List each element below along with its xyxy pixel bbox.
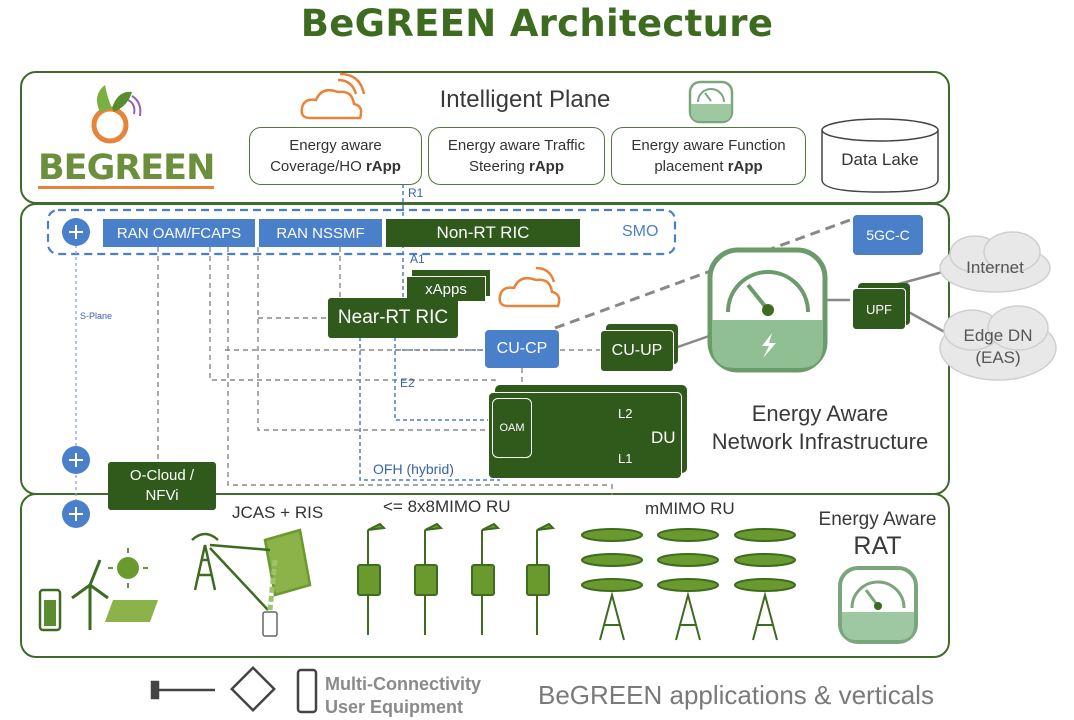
edge-dn-eas-label: (EAS) bbox=[975, 348, 1021, 367]
apps-verticals-label: BeGREEN applications & verticals bbox=[538, 680, 934, 710]
edge-dn-label: Edge DN bbox=[963, 326, 1033, 345]
non-rt-ric[interactable]: Non-RT RIC bbox=[386, 219, 580, 247]
small-gauge-icon bbox=[688, 80, 734, 124]
network-hub-icon bbox=[62, 218, 90, 528]
mimo-ru-icon bbox=[357, 522, 556, 635]
mmimo-ru-label: mMIMO RU bbox=[645, 499, 735, 518]
ocloud-line2: NFVi bbox=[145, 487, 179, 504]
energy-infra-label-1: Energy Aware bbox=[751, 401, 889, 426]
rapp-line1: Energy aware bbox=[289, 137, 382, 154]
energy-rat-label-1: Energy Aware bbox=[818, 509, 937, 530]
rapp-line2: Steering bbox=[468, 158, 530, 175]
rapp-traffic-steering[interactable]: Energy aware Traffic Steering rApp bbox=[428, 127, 605, 185]
rapp-bold: rApp bbox=[529, 158, 565, 175]
mcue-label-1: Multi-Connectivity bbox=[325, 674, 481, 694]
ai-cloud-icon bbox=[300, 72, 366, 120]
smo-label: SMO bbox=[622, 223, 659, 240]
intelligent-plane-label: Intelligent Plane bbox=[439, 86, 611, 113]
mcue-icon bbox=[150, 666, 318, 714]
edge-dn-cloud bbox=[939, 305, 1057, 381]
jcas-ris-icon bbox=[191, 528, 312, 637]
rapp-line2: Coverage/HO bbox=[270, 158, 366, 175]
a1-label: A1 bbox=[410, 252, 425, 266]
mcue-label-2: User Equipment bbox=[325, 697, 464, 717]
mmimo-ru-icon bbox=[581, 528, 796, 641]
cu-cp[interactable]: CU-CP bbox=[485, 330, 559, 368]
rapp-bold: rApp bbox=[727, 158, 763, 175]
page-title: BeGREEN Architecture bbox=[300, 2, 774, 45]
cu-up[interactable]: CU-UP bbox=[600, 330, 674, 372]
fivegc-c[interactable]: 5GC-C bbox=[853, 215, 923, 255]
jcas-ris-label: JCAS + RIS bbox=[232, 503, 324, 522]
rapp-bold: rApp bbox=[365, 158, 401, 175]
rapp-coverage-ho[interactable]: Energy aware Coverage/HO rApp bbox=[249, 127, 422, 185]
s-plane-label: S-Plane bbox=[80, 311, 113, 321]
rapp-function-placement[interactable]: Energy aware Function placement rApp bbox=[611, 127, 806, 185]
du-label: DU bbox=[651, 428, 676, 447]
du-oam[interactable]: OAM bbox=[492, 398, 532, 458]
du-l1: L1 bbox=[618, 451, 633, 466]
rapp-line2: placement bbox=[654, 158, 728, 175]
internet-label: Internet bbox=[966, 258, 1024, 277]
ocloud-line1: O-Cloud / bbox=[129, 467, 195, 484]
mimo-ru-label: <= 8x8MIMO RU bbox=[383, 497, 511, 516]
du-l2: L2 bbox=[618, 406, 633, 421]
ocloud-nfvi[interactable]: O-Cloud / NFVi bbox=[108, 462, 216, 510]
ran-nssmf[interactable]: RAN NSSMF bbox=[259, 219, 382, 247]
rapp-line1: Energy aware Function bbox=[631, 137, 786, 154]
energy-sources-icon bbox=[38, 548, 158, 632]
energy-meter-icon bbox=[707, 247, 828, 373]
rat-energy-meter-icon bbox=[838, 566, 918, 644]
begreen-logo-icon bbox=[91, 85, 142, 144]
data-lake-label[interactable]: Data Lake bbox=[841, 150, 919, 169]
rapp-line1: Energy aware Traffic bbox=[447, 137, 586, 154]
r1-label: R1 bbox=[408, 186, 424, 200]
ofh-label: OFH (hybrid) bbox=[373, 461, 454, 477]
energy-infra-label-2: Network Infrastructure bbox=[711, 429, 929, 454]
upf[interactable]: UPF bbox=[852, 288, 906, 330]
near-rt-ric[interactable]: Near-RT RIC bbox=[328, 298, 458, 338]
du-box[interactable] bbox=[488, 392, 682, 479]
ai-cloud-icon-2 bbox=[498, 266, 561, 308]
internet-cloud bbox=[939, 231, 1051, 293]
e2-label: E2 bbox=[400, 376, 415, 390]
ran-oam-fcaps[interactable]: RAN OAM/FCAPS bbox=[103, 219, 255, 247]
energy-rat-label-2: RAT bbox=[853, 532, 902, 560]
begreen-logo: BEGREEN bbox=[38, 148, 215, 189]
